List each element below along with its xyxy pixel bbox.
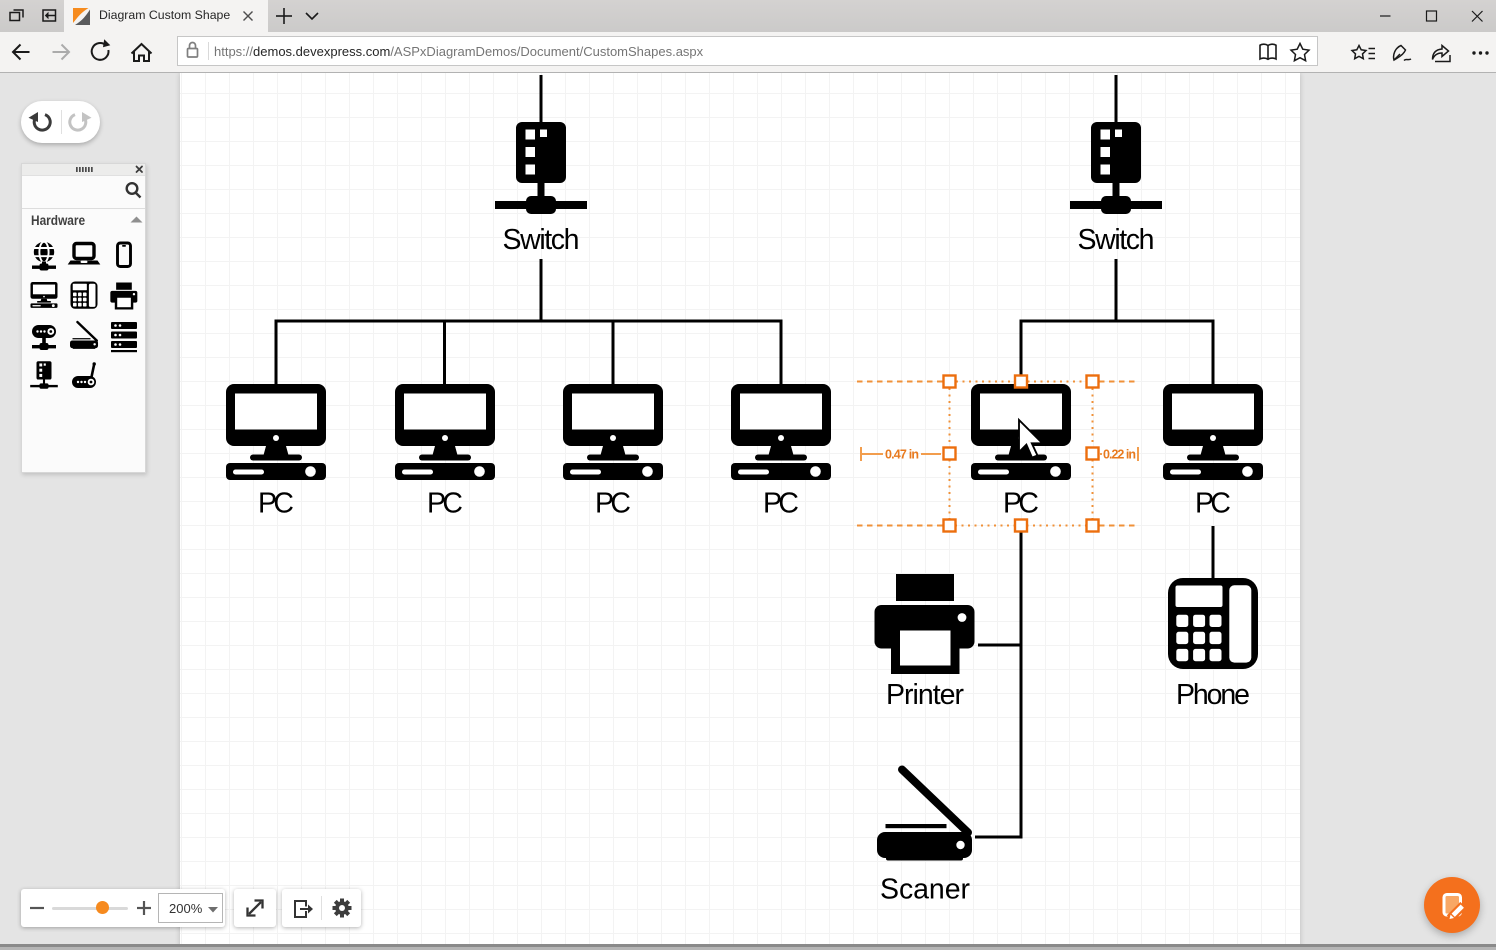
svg-text:PC: PC xyxy=(595,488,631,520)
svg-text:0.22 in: 0.22 in xyxy=(1103,448,1136,462)
svg-text:Printer: Printer xyxy=(886,679,965,711)
svg-text:Scaner: Scaner xyxy=(880,874,971,906)
svg-text:Switch: Switch xyxy=(1078,224,1155,256)
svg-text:PC: PC xyxy=(258,488,294,520)
svg-text:0.47 in: 0.47 in xyxy=(885,448,919,462)
svg-text:Switch: Switch xyxy=(503,224,580,256)
svg-text:PC: PC xyxy=(1195,488,1231,520)
svg-text:Phone: Phone xyxy=(1176,679,1250,711)
svg-text:PC: PC xyxy=(763,488,799,520)
svg-text:PC: PC xyxy=(1003,488,1039,520)
svg-text:PC: PC xyxy=(427,488,463,520)
